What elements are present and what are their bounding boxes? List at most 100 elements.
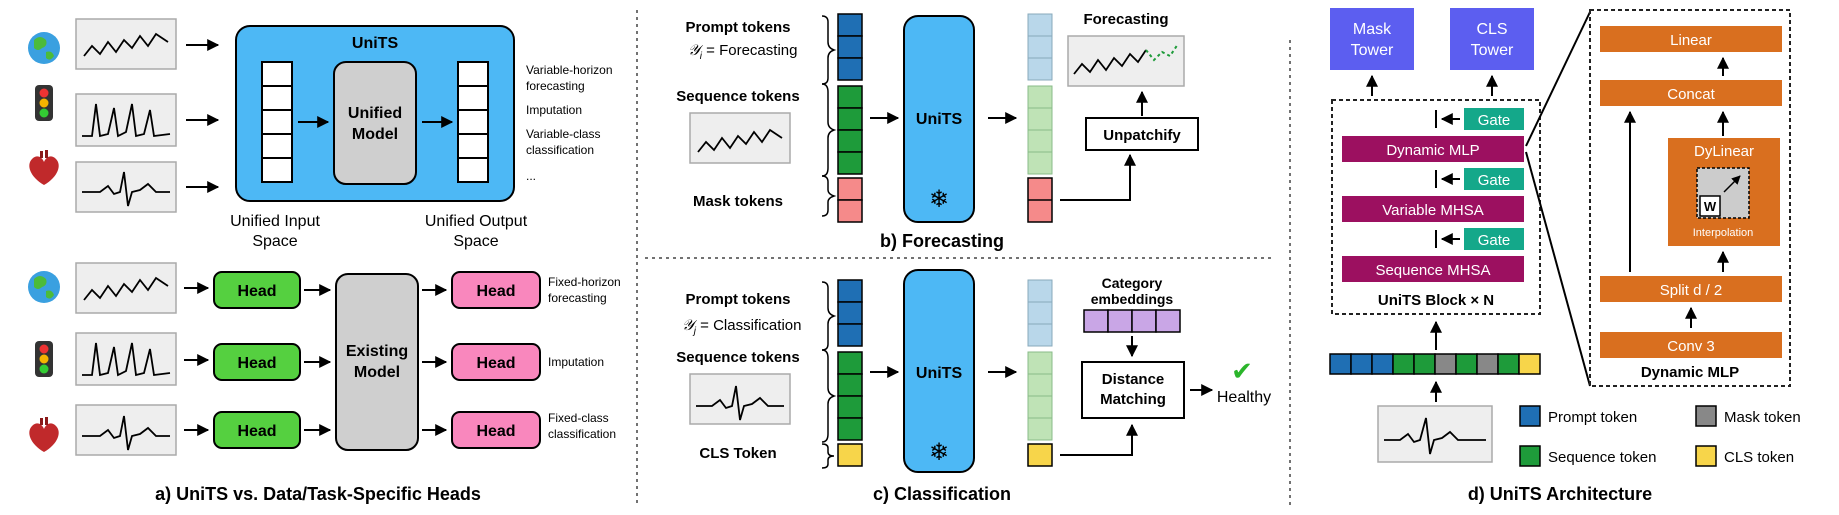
unified-model-box	[333, 61, 417, 185]
b-unpatchify-label: Unpatchify	[1103, 127, 1181, 144]
task-top-3b: classification	[526, 143, 594, 157]
c-cls-token: CLS Token	[699, 445, 776, 462]
d-w-label: W	[1704, 199, 1717, 214]
head-pink-1	[451, 271, 541, 309]
c-token-column	[837, 279, 863, 467]
task-bottom-3a: Fixed-class	[548, 411, 609, 425]
head-pink-3	[451, 411, 541, 449]
caption-a: a) UniTS vs. Data/Task-Specific Heads	[155, 484, 481, 504]
d-block-label: UniTS Block × N	[1378, 292, 1494, 309]
d-interpolation-label: Interpolation	[1693, 227, 1754, 239]
d-split-label: Split d / 2	[1660, 282, 1723, 299]
existing-model-box	[335, 273, 419, 451]
b-mask-tokens: Mask tokens	[693, 193, 783, 210]
b-brace-prompt	[821, 15, 837, 85]
d-zoom-line-bottom	[1525, 151, 1591, 387]
b-brace-mask	[821, 175, 837, 217]
head-green-3	[213, 411, 301, 449]
existing-model-line2: Model	[354, 364, 400, 381]
d-linear-label: Linear	[1670, 32, 1712, 49]
c-distance-line1: Distance	[1102, 371, 1165, 388]
task-bottom-1b: forecasting	[548, 291, 607, 305]
task-top-4: ...	[526, 169, 536, 183]
d-concat-label: Concat	[1667, 86, 1715, 103]
unified-output-stack	[457, 61, 489, 183]
head-pink-2	[451, 343, 541, 381]
c-category-embeddings	[1083, 309, 1181, 333]
b-forecasting-title: Forecasting	[1083, 11, 1168, 28]
c-distance-line2: Matching	[1100, 391, 1166, 408]
d-concat	[1600, 80, 1782, 106]
heart-icon	[29, 417, 59, 452]
d-dynamic-mlp	[1342, 136, 1524, 162]
caption-c: c) Classification	[873, 484, 1011, 504]
panel-b: Prompt tokens 𝒴i = Forecasting Sequence …	[676, 11, 1199, 251]
d-split	[1600, 276, 1782, 302]
c-prompt-tokens: Prompt tokens	[685, 291, 790, 308]
output-space-line2: Space	[453, 233, 498, 250]
c-distance-box	[1081, 361, 1185, 419]
d-gate-3	[1464, 228, 1524, 250]
b-unpatchify-box	[1085, 117, 1199, 151]
d-linear	[1600, 26, 1782, 52]
input-space-line2: Space	[252, 233, 297, 250]
snowflake-icon: ❄	[929, 186, 949, 213]
head-pink-1-label: Head	[476, 283, 515, 300]
c-units-box	[903, 269, 975, 473]
globe-icon	[28, 32, 60, 64]
d-mlp-title: Dynamic MLP	[1641, 364, 1739, 381]
series-box-3	[75, 161, 177, 213]
d-block-box	[1331, 99, 1541, 315]
head-green-1	[213, 271, 301, 309]
c-prompt-formula: 𝒴j = Classification	[682, 317, 801, 337]
c-healthy: Healthy	[1217, 389, 1271, 406]
task-bottom-1a: Fixed-horizon	[548, 275, 621, 289]
d-dylinear-label: DyLinear	[1694, 143, 1754, 160]
series-box-4	[75, 262, 177, 314]
b-series-box	[689, 112, 791, 164]
legend-swatch-sequence	[1519, 445, 1541, 467]
b-prompt-formula: 𝒴i = Forecasting	[688, 42, 797, 62]
snowflake-icon: ❄	[929, 439, 949, 466]
legend-prompt: Prompt token	[1548, 409, 1637, 426]
d-variable-mhsa	[1342, 196, 1524, 222]
d-cls-tower-line2: Tower	[1471, 42, 1514, 59]
caption-d: d) UniTS Architecture	[1468, 484, 1652, 504]
series-box-1	[75, 18, 177, 70]
task-top-3a: Variable-class	[526, 127, 600, 141]
d-gate-1	[1464, 108, 1524, 130]
b-units-label: UniTS	[916, 111, 963, 128]
d-dynamic-mlp-label: Dynamic MLP	[1386, 142, 1479, 159]
existing-model-line1: Existing	[346, 343, 408, 360]
d-cls-tower-line1: CLS	[1476, 21, 1507, 38]
task-bottom-2: Imputation	[548, 355, 604, 369]
legend-swatch-prompt	[1519, 405, 1541, 427]
d-mask-tower-line1: Mask	[1353, 21, 1392, 38]
d-gate-2	[1464, 168, 1524, 190]
panel-d: Mask Tower CLS Tower Gate Dynamic MLP Ga…	[1329, 8, 1801, 504]
legend-swatch-cls	[1695, 445, 1717, 467]
c-output-column	[1027, 279, 1053, 467]
d-w-box	[1699, 195, 1721, 217]
head-green-2-label: Head	[237, 355, 276, 372]
series-box-6	[75, 404, 177, 456]
legend-sequence: Sequence token	[1548, 449, 1656, 466]
task-top-2: Imputation	[526, 103, 582, 117]
task-top-1b: forecasting	[526, 79, 585, 93]
caption-b: b) Forecasting	[880, 231, 1004, 251]
unified-model-line1: Unified	[348, 105, 402, 122]
series-box-5	[75, 332, 177, 386]
traffic-light-icon	[35, 341, 53, 377]
b-sequence-tokens: Sequence tokens	[676, 88, 799, 105]
task-top-1a: Variable-horizon	[526, 63, 613, 77]
c-brace-cls	[821, 443, 835, 469]
d-gate-1-label: Gate	[1478, 112, 1511, 129]
units-title: UniTS	[352, 35, 399, 52]
d-mlp-detail-box	[1589, 9, 1791, 387]
d-mask-tower	[1330, 8, 1414, 70]
panel-c: Prompt tokens 𝒴j = Classification Sequen…	[676, 269, 1271, 504]
traffic-light-icon	[35, 85, 53, 121]
input-space-line1: Unified Input	[230, 213, 320, 230]
c-series-box	[689, 373, 791, 425]
